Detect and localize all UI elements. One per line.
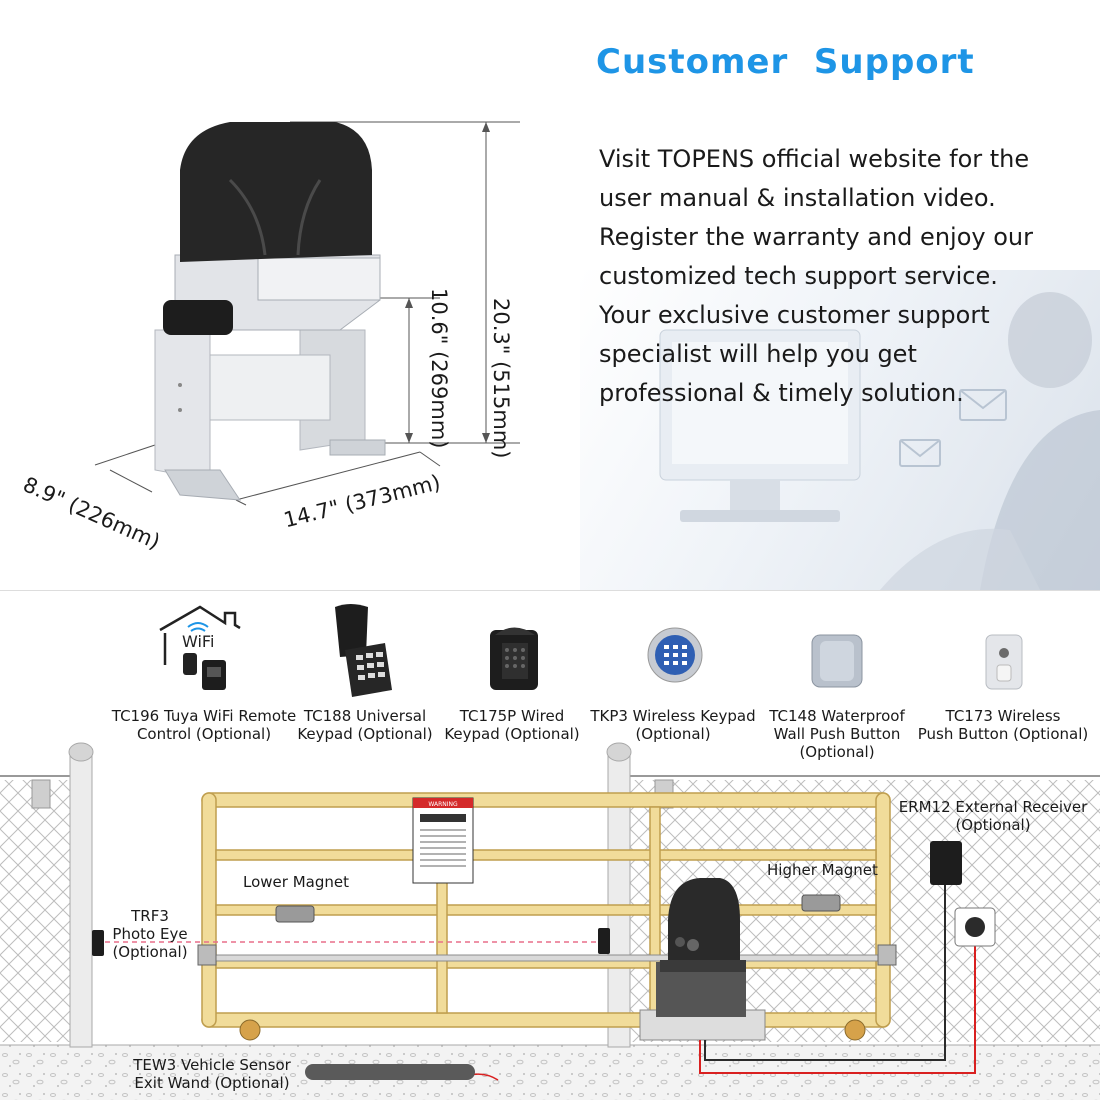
support-line: Register the warranty and enjoy our (599, 223, 1033, 251)
gear-rack (204, 954, 896, 962)
support-line: user manual & installation video. (599, 184, 996, 212)
fence-post-right (606, 742, 632, 1048)
lower-magnet (275, 905, 315, 923)
photo-eye-right (598, 928, 610, 954)
wall-button-icon (811, 634, 863, 688)
external-receiver-box (930, 841, 962, 885)
gate-installation-scene: WARNING (0, 742, 1100, 1100)
dim-height-total: 20.3" (515mm) (489, 298, 513, 459)
warning-sign-text: WARNING (428, 801, 458, 808)
round-keypad-icon (647, 627, 703, 683)
wifi-house-icon: WiFi (159, 605, 241, 690)
dim-height-lower: 10.6" (269mm) (427, 288, 451, 449)
vehicle-exit-wand (305, 1064, 475, 1080)
accessory-icons-row: WiFi (159, 604, 1023, 697)
operator-handle (163, 300, 233, 335)
higher-magnet-label: Higher Magnet (767, 861, 878, 879)
support-background-photo (580, 270, 1100, 590)
support-line: customized tech support service. (599, 262, 998, 290)
support-line: professional & timely solution. (599, 379, 964, 407)
accessory-label-tkp3: TKP3 Wireless Keypad(Optional) (590, 707, 756, 743)
wifi-text: WiFi (182, 632, 214, 651)
dimension-arrowheads (405, 122, 490, 443)
stand-left-leg (154, 329, 211, 481)
lower-magnet-label: Lower Magnet (243, 873, 349, 891)
customer-support-text: Visit TOPENS official website for the us… (599, 140, 1069, 413)
wireless-button-icon (985, 634, 1023, 690)
gate-operator-unit (639, 878, 766, 1041)
universal-keypad-icon (335, 604, 392, 697)
operator-cover (180, 122, 372, 262)
power-outlet-socket (965, 917, 985, 937)
customer-support-title: Customer Support (596, 42, 975, 82)
chain-link-fence-left (0, 775, 75, 1042)
support-office-illustration (659, 292, 1100, 590)
photo-eye-left (92, 930, 104, 956)
sliding-gate (201, 792, 891, 1028)
fence-post-left (68, 742, 94, 1048)
section-divider (0, 590, 1100, 591)
support-line: specialist will help you get (599, 340, 917, 368)
wired-keypad-icon (490, 627, 538, 690)
operator-mount-plate (257, 257, 381, 301)
support-line: Visit TOPENS official website for the (599, 145, 1030, 173)
stand-crossbar (209, 354, 331, 421)
support-line: Your exclusive customer support (599, 301, 990, 329)
gate-wheel (844, 1019, 866, 1041)
gate-wheel (239, 1019, 261, 1041)
gate-opener-dimension-drawing (94, 121, 520, 506)
warning-sign: WARNING (412, 797, 474, 884)
stand-foot (164, 469, 241, 501)
erm12-label: ERM12 External Receiver(Optional) (898, 798, 1088, 834)
higher-magnet (801, 894, 841, 912)
stand-foot (329, 439, 386, 456)
top-section: Customer Support Visit TOPENS official w… (19, 42, 1100, 590)
